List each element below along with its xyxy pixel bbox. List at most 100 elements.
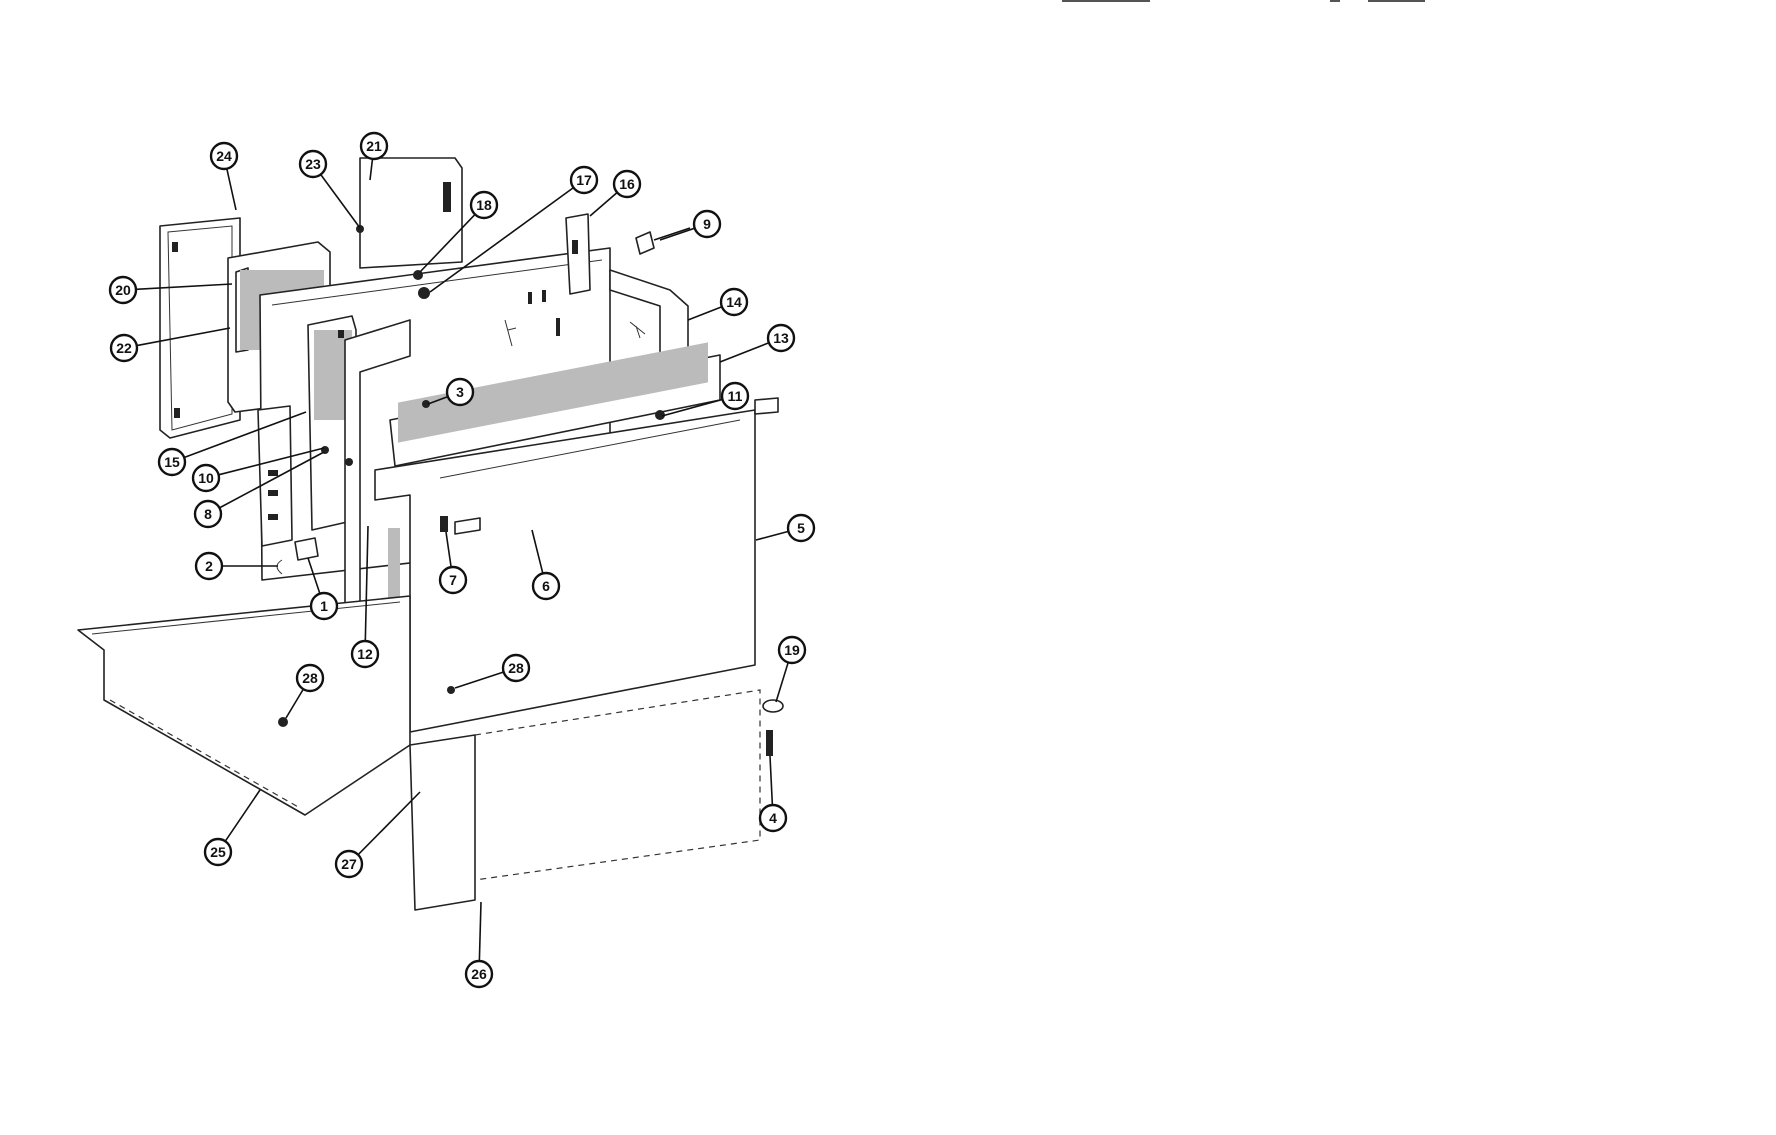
callout-circle [445, 377, 475, 407]
callout-15: 15 [157, 447, 187, 477]
leader-line-8 [219, 451, 325, 509]
callout-circle [191, 463, 221, 493]
callout-28: 28 [295, 663, 325, 693]
leader-line-12 [364, 525, 369, 642]
callout-1: 1 [309, 591, 339, 621]
callout-circle [569, 165, 599, 195]
callout-18: 18 [469, 190, 499, 220]
callout-circle [438, 565, 468, 595]
leader-line-13 [719, 342, 770, 363]
callout-4: 4 [758, 803, 788, 833]
callout-circle [720, 381, 750, 411]
part-top-plate [359, 157, 463, 269]
callout-22: 22 [109, 333, 139, 363]
callout-number: 5 [797, 520, 805, 536]
callout-number: 11 [728, 388, 743, 404]
callout-number: 26 [471, 966, 487, 982]
part-washer [762, 699, 784, 713]
callout-25: 25 [203, 837, 233, 867]
callout-number: 2 [205, 558, 213, 574]
callout-number: 27 [341, 856, 357, 872]
callouts: 1234567891011121314151617181920212223242… [108, 131, 816, 989]
callout-number: 22 [116, 340, 132, 356]
callout-number: 18 [476, 197, 492, 213]
callout-number: 6 [542, 578, 550, 594]
callout-number: 14 [726, 294, 742, 310]
leader-lines [135, 158, 789, 962]
leader-line-24 [226, 168, 237, 211]
callout-13: 13 [766, 323, 796, 353]
part-vertical-strip [565, 213, 591, 295]
callout-10: 10 [191, 463, 221, 493]
part-clip [635, 227, 691, 255]
leader-line-15 [183, 411, 307, 459]
leader-line-3 [427, 395, 449, 405]
callout-circle [108, 275, 138, 305]
leader-line-17 [429, 186, 574, 293]
callout-circle [194, 551, 224, 581]
leader-line-20 [135, 283, 233, 291]
leader-line-7 [445, 531, 452, 568]
part-base-tray [77, 595, 411, 816]
callout-5: 5 [786, 513, 816, 543]
callout-9: 9 [692, 209, 722, 239]
callout-circle [469, 190, 499, 220]
leader-line-11 [661, 398, 723, 417]
callout-circle [203, 837, 233, 867]
callout-circle [786, 513, 816, 543]
leader-line-1 [307, 557, 321, 594]
callout-number: 3 [456, 384, 464, 400]
leader-line-4 [769, 755, 774, 806]
leader-line-16 [589, 191, 618, 217]
callout-circle [531, 571, 561, 601]
callout-circle [193, 499, 223, 529]
callout-circle [359, 131, 389, 161]
callout-24: 24 [209, 141, 239, 171]
part-lower-bracket [409, 689, 761, 911]
callout-circle [766, 323, 796, 353]
callout-circle [209, 141, 239, 171]
callout-circle [777, 635, 807, 665]
callout-17: 17 [569, 165, 599, 195]
callout-21: 21 [359, 131, 389, 161]
callout-number: 13 [773, 330, 789, 346]
callout-circle [501, 653, 531, 683]
callout-number: 8 [204, 506, 212, 522]
callout-8: 8 [193, 499, 223, 529]
callout-16: 16 [612, 169, 642, 199]
callout-number: 12 [357, 646, 373, 662]
callout-number: 16 [619, 176, 635, 192]
callout-number: 4 [769, 810, 777, 826]
callout-circle [350, 639, 380, 669]
callout-number: 28 [508, 660, 524, 676]
callout-11: 11 [720, 381, 750, 411]
callout-number: 28 [302, 670, 318, 686]
leader-line-14 [687, 305, 723, 321]
leader-line-28 [285, 688, 304, 719]
leader-line-28 [454, 671, 504, 689]
callout-6: 6 [531, 571, 561, 601]
callout-number: 15 [164, 454, 180, 470]
leader-line-22 [136, 327, 231, 347]
callout-circle [464, 959, 494, 989]
callout-circle [109, 333, 139, 363]
part-lower-side-board [257, 405, 293, 547]
callout-circle [612, 169, 642, 199]
callout-2: 2 [194, 551, 224, 581]
callout-number: 17 [576, 172, 592, 188]
leader-line-9 [659, 227, 695, 241]
callout-circle [157, 447, 187, 477]
callout-12: 12 [350, 639, 380, 669]
callout-28: 28 [501, 653, 531, 683]
callout-27: 27 [334, 849, 364, 879]
part-main-cage [374, 397, 779, 733]
callout-number: 21 [366, 138, 382, 154]
callout-circle [298, 149, 328, 179]
callout-19: 19 [777, 635, 807, 665]
callout-7: 7 [438, 565, 468, 595]
leader-line-5 [755, 530, 789, 541]
part-screw [766, 730, 773, 756]
callout-3: 3 [445, 377, 475, 407]
